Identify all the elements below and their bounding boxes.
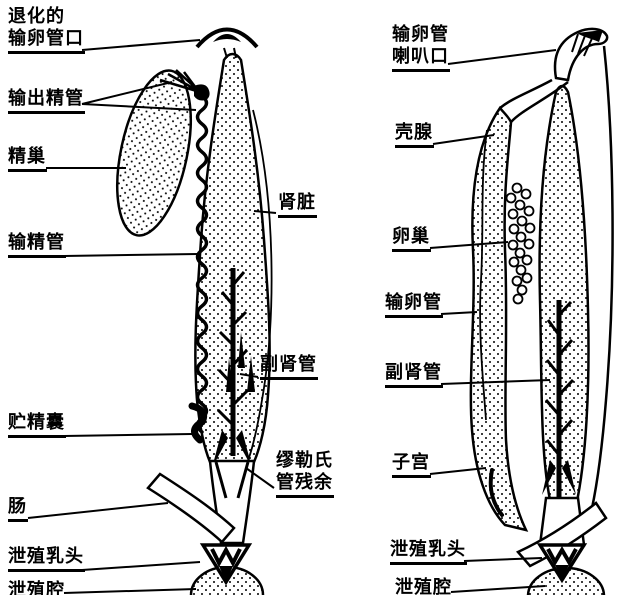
- degenerate-oviduct-opening-shape: [195, 27, 259, 59]
- label-muellerian-duct-remnant: 缪勒氏 管残余: [276, 450, 334, 498]
- label-cloaca-left: 泄殖腔: [8, 580, 66, 595]
- efferent-ducts-shape: [159, 69, 210, 101]
- vas-deferens-shape: [195, 94, 209, 434]
- left-figure: [116, 27, 273, 595]
- label-oviduct-funnel: 输卵管 喇叭口: [392, 24, 450, 72]
- ovary-shape: [505, 182, 536, 305]
- seminal-vesicle-shape: [188, 402, 208, 444]
- label-ovary: 卵巢: [392, 226, 431, 252]
- label-efferent-ducts: 输出精管: [8, 88, 85, 114]
- label-urogenital-papilla-left: 泄殖乳头: [8, 546, 85, 572]
- right-duct-line: [586, 45, 614, 526]
- testis-shape: [116, 69, 192, 237]
- label-oviduct: 输卵管: [385, 292, 443, 318]
- label-seminal-vesicle: 贮精囊: [8, 412, 66, 438]
- label-accessory-renal-duct-right: 副肾管: [385, 362, 443, 388]
- label-urogenital-papilla-right: 泄殖乳头: [390, 539, 467, 565]
- label-intestine: 肠: [8, 496, 28, 522]
- label-vas-deferens: 输精管: [8, 232, 66, 258]
- label-kidney: 肾脏: [278, 192, 317, 218]
- crossing-duct-shape: [515, 501, 608, 568]
- papilla-shape: [536, 543, 588, 584]
- renal-ducts-shape: [542, 300, 576, 498]
- label-cloaca-right: 泄殖腔: [395, 577, 453, 595]
- label-accessory-renal-duct-left: 副肾管: [260, 354, 318, 380]
- kidney-shape: [538, 84, 590, 514]
- label-uterus: 子宫: [392, 452, 431, 478]
- uterus-accent: [488, 468, 504, 517]
- leader-lines: [27, 39, 557, 594]
- label-degenerate-oviduct-opening: 退化的 输卵管口: [8, 6, 85, 54]
- label-shell-gland: 壳腺: [395, 122, 434, 148]
- label-testis: 精巢: [8, 146, 47, 172]
- intestine-shape: [146, 472, 236, 544]
- right-figure: [469, 27, 614, 595]
- oviduct-shape: [469, 105, 529, 532]
- muellerian-duct-line: [244, 109, 273, 469]
- renal-ducts-shape: [212, 268, 255, 468]
- papilla-shape: [199, 543, 253, 586]
- funnel-shape: [553, 27, 609, 82]
